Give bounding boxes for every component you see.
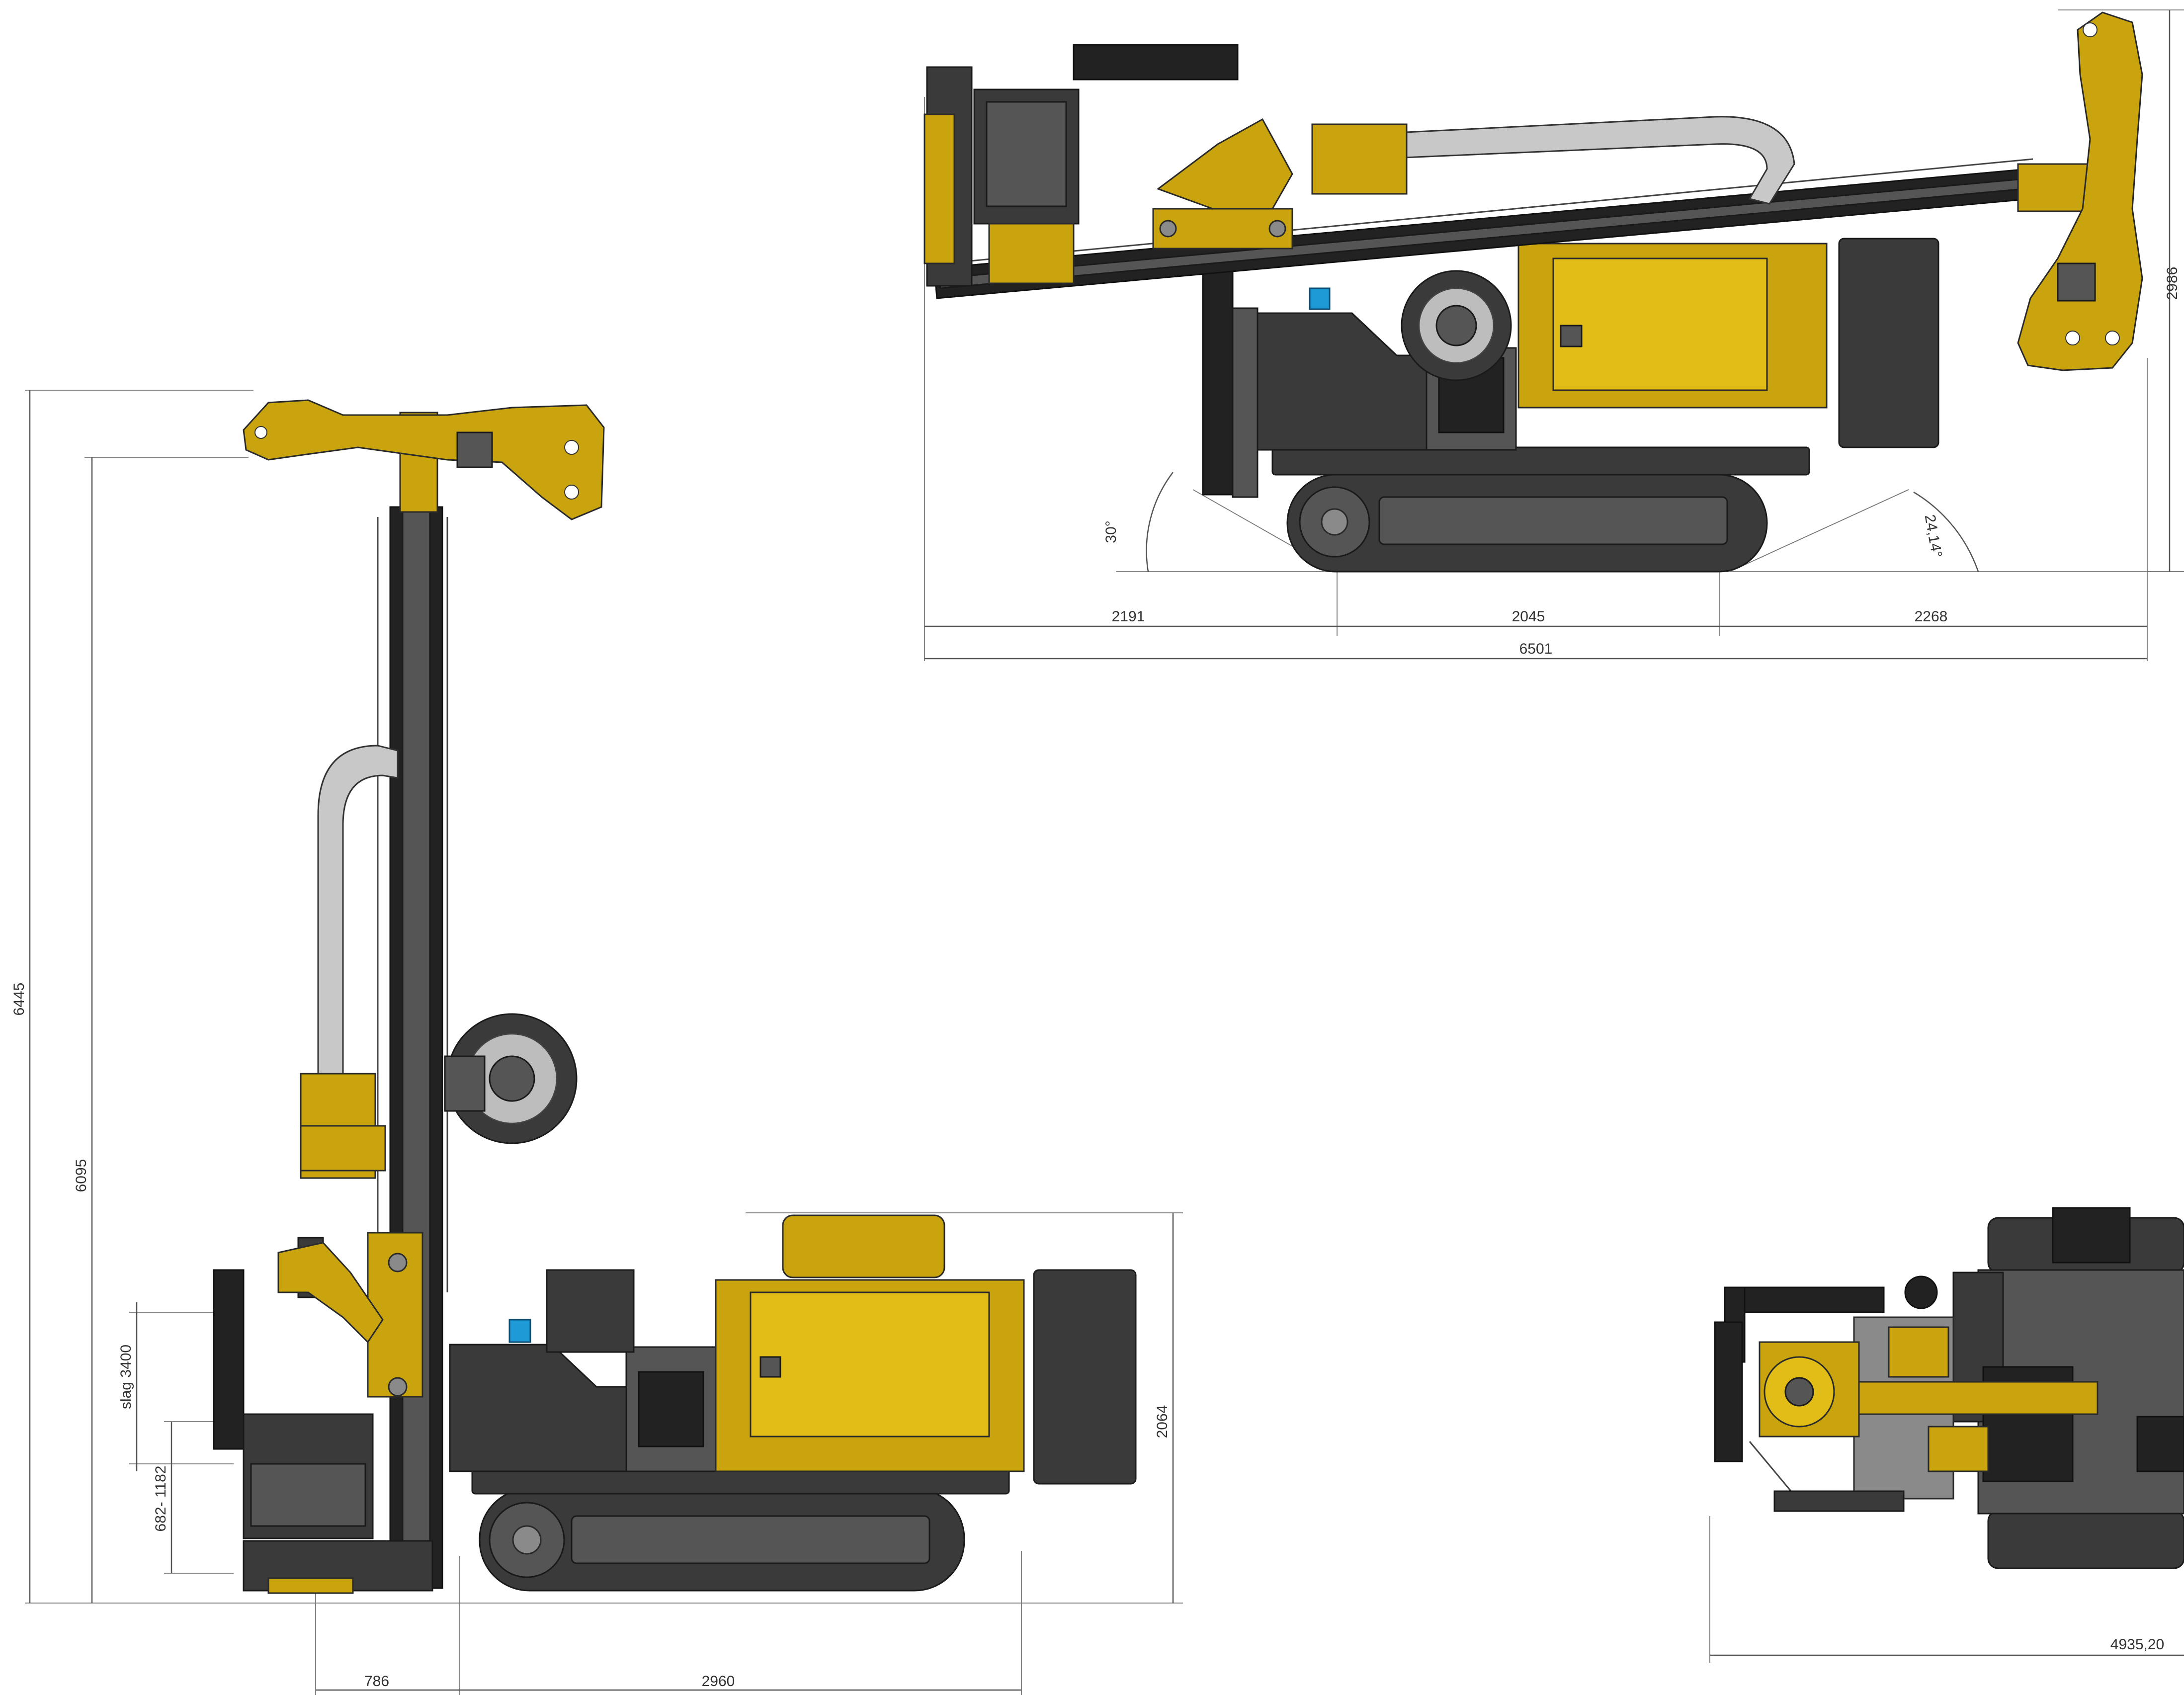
lowered-carrier <box>1311 123 1408 195</box>
upright-side-view: 6445 6095 slag 3400 682- 1182 2064 786 2… <box>11 390 1183 1695</box>
top-view-dimension-lines <box>1709 1516 2184 1663</box>
top-sheave-arm <box>243 399 605 520</box>
dim-front-overhang: 2191 <box>1112 608 1145 625</box>
dim-overall-height: 6445 <box>11 983 27 1016</box>
dim-overall-length: 6501 <box>1519 641 1553 657</box>
dim-top-length: 4935,20 <box>2110 1636 2164 1653</box>
rod-handler-arm <box>277 1242 384 1344</box>
base-frame <box>449 1344 627 1472</box>
dim-track-length: 2960 <box>702 1673 735 1690</box>
top-view: 4935,20 <box>1709 1207 2184 1663</box>
dim-height-partial: 2986 <box>2164 267 2181 300</box>
lowered-rod-handler <box>1156 118 1293 210</box>
dim-track-center: 2045 <box>1512 608 1545 625</box>
dim-mast-height: 6095 <box>73 1159 89 1192</box>
dim-rear-overhang: 2268 <box>1915 608 1948 625</box>
upright-rig <box>213 399 1137 1594</box>
lowered-cable-chain <box>1366 116 1795 205</box>
top-track-lower <box>1987 1510 2184 1569</box>
cable-chain <box>317 745 399 1075</box>
hydraulic-tank <box>1033 1269 1137 1485</box>
rod-holder <box>213 1269 245 1450</box>
exhaust-silencer <box>782 1214 945 1278</box>
dim-front-offset: 786 <box>364 1673 389 1690</box>
lowered-sheave-arm <box>2017 11 2143 371</box>
beacon-light <box>508 1319 531 1343</box>
lowered-side-view: 2191 2045 2268 6501 30° 24,14° 2986 <box>924 9 2184 661</box>
cooler-box <box>546 1269 635 1353</box>
dim-body-height: 2064 <box>1154 1405 1171 1439</box>
top-feed-beam <box>1858 1381 2099 1415</box>
lowered-rig <box>924 11 2143 573</box>
dim-approach-angle: 30° <box>1103 520 1119 543</box>
lowered-base-frame <box>1254 312 1428 451</box>
dim-departure-angle: 24,14° <box>1922 513 1945 559</box>
top-rig <box>1714 1207 2184 1569</box>
dim-stroke: slag 3400 <box>118 1345 134 1409</box>
upright-dimension-lines <box>25 390 1183 1695</box>
top-rod-holder <box>1714 1321 1743 1462</box>
dim-clamp-range: 682- 1182 <box>153 1466 169 1532</box>
